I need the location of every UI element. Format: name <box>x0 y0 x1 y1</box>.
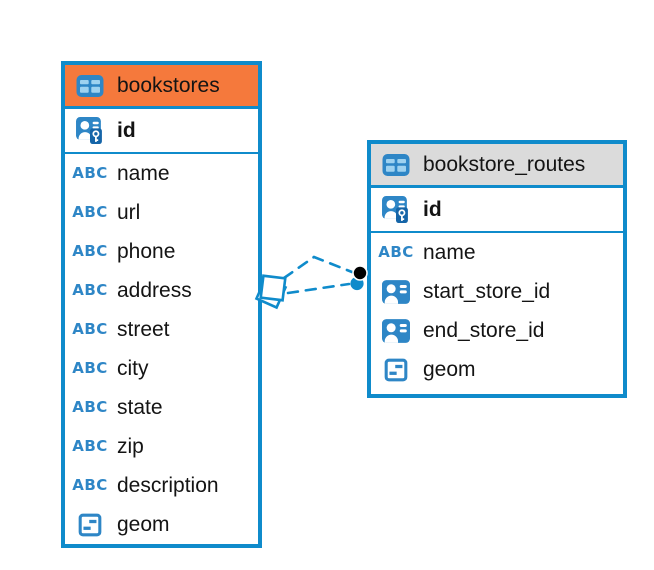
column-name: start_store_id <box>423 279 551 303</box>
column-row[interactable]: ABC street <box>65 310 258 349</box>
reference-icon <box>377 316 415 346</box>
column-row[interactable]: start_store_id <box>371 272 623 311</box>
column-row[interactable]: ABC name <box>65 154 258 193</box>
relationship-endpoint-dot-blue[interactable] <box>350 276 364 291</box>
column-name: state <box>117 395 163 419</box>
column-row[interactable]: geom <box>65 505 258 544</box>
column-row[interactable]: ABC description <box>65 466 258 505</box>
varchar-icon: ABC <box>72 437 108 455</box>
table-name: bookstores <box>117 73 220 97</box>
varchar-icon: ABC <box>72 242 108 260</box>
table-node-bookstore-routes[interactable]: bookstore_routes id ABC name start_store… <box>367 140 627 398</box>
column-name: city <box>117 356 149 380</box>
varchar-icon: ABC <box>72 281 108 299</box>
primary-key-icon <box>377 195 415 225</box>
column-name: description <box>117 473 219 497</box>
table-icon <box>377 150 415 180</box>
column-row[interactable]: ABC phone <box>65 232 258 271</box>
column-row[interactable]: ABC url <box>65 193 258 232</box>
table-header[interactable]: bookstores <box>65 65 258 109</box>
column-row[interactable]: end_store_id <box>371 311 623 350</box>
reference-icon <box>377 277 415 307</box>
column-name: zip <box>117 434 144 458</box>
varchar-icon: ABC <box>378 243 414 261</box>
table-header[interactable]: bookstore_routes <box>371 144 623 188</box>
column-name: id <box>117 118 136 142</box>
varchar-icon: ABC <box>72 476 108 494</box>
column-name: geom <box>423 357 476 381</box>
column-name: end_store_id <box>423 318 545 342</box>
column-row[interactable]: ABC address <box>65 271 258 310</box>
varchar-icon: ABC <box>72 320 108 338</box>
relationship-endpoint-dot-black[interactable] <box>352 265 368 281</box>
relationship-line[interactable] <box>282 255 354 280</box>
column-name: id <box>423 197 442 221</box>
column-row[interactable]: geom <box>371 350 623 389</box>
column-row-primary-key[interactable]: id <box>371 188 623 233</box>
column-row[interactable]: ABC zip <box>65 427 258 466</box>
varchar-icon: ABC <box>72 164 108 182</box>
column-name: name <box>423 240 476 264</box>
table-name: bookstore_routes <box>423 152 586 176</box>
varchar-icon: ABC <box>72 359 108 377</box>
column-name: address <box>117 278 192 302</box>
column-name: geom <box>117 512 170 536</box>
column-name: phone <box>117 239 176 263</box>
varchar-icon: ABC <box>72 398 108 416</box>
column-row-primary-key[interactable]: id <box>65 109 258 154</box>
column-row[interactable]: ABC city <box>65 349 258 388</box>
column-row[interactable]: ABC state <box>65 388 258 427</box>
table-icon <box>71 71 109 101</box>
relationship-line[interactable] <box>286 282 351 295</box>
table-node-bookstores[interactable]: bookstores id ABC name ABC url ABC phone… <box>61 61 262 548</box>
geometry-icon <box>377 355 415 385</box>
column-name: street <box>117 317 170 341</box>
column-row[interactable]: ABC name <box>371 233 623 272</box>
varchar-icon: ABC <box>72 203 108 221</box>
primary-key-icon <box>71 116 109 146</box>
geometry-icon <box>71 510 109 540</box>
column-name: url <box>117 200 141 224</box>
column-name: name <box>117 161 170 185</box>
